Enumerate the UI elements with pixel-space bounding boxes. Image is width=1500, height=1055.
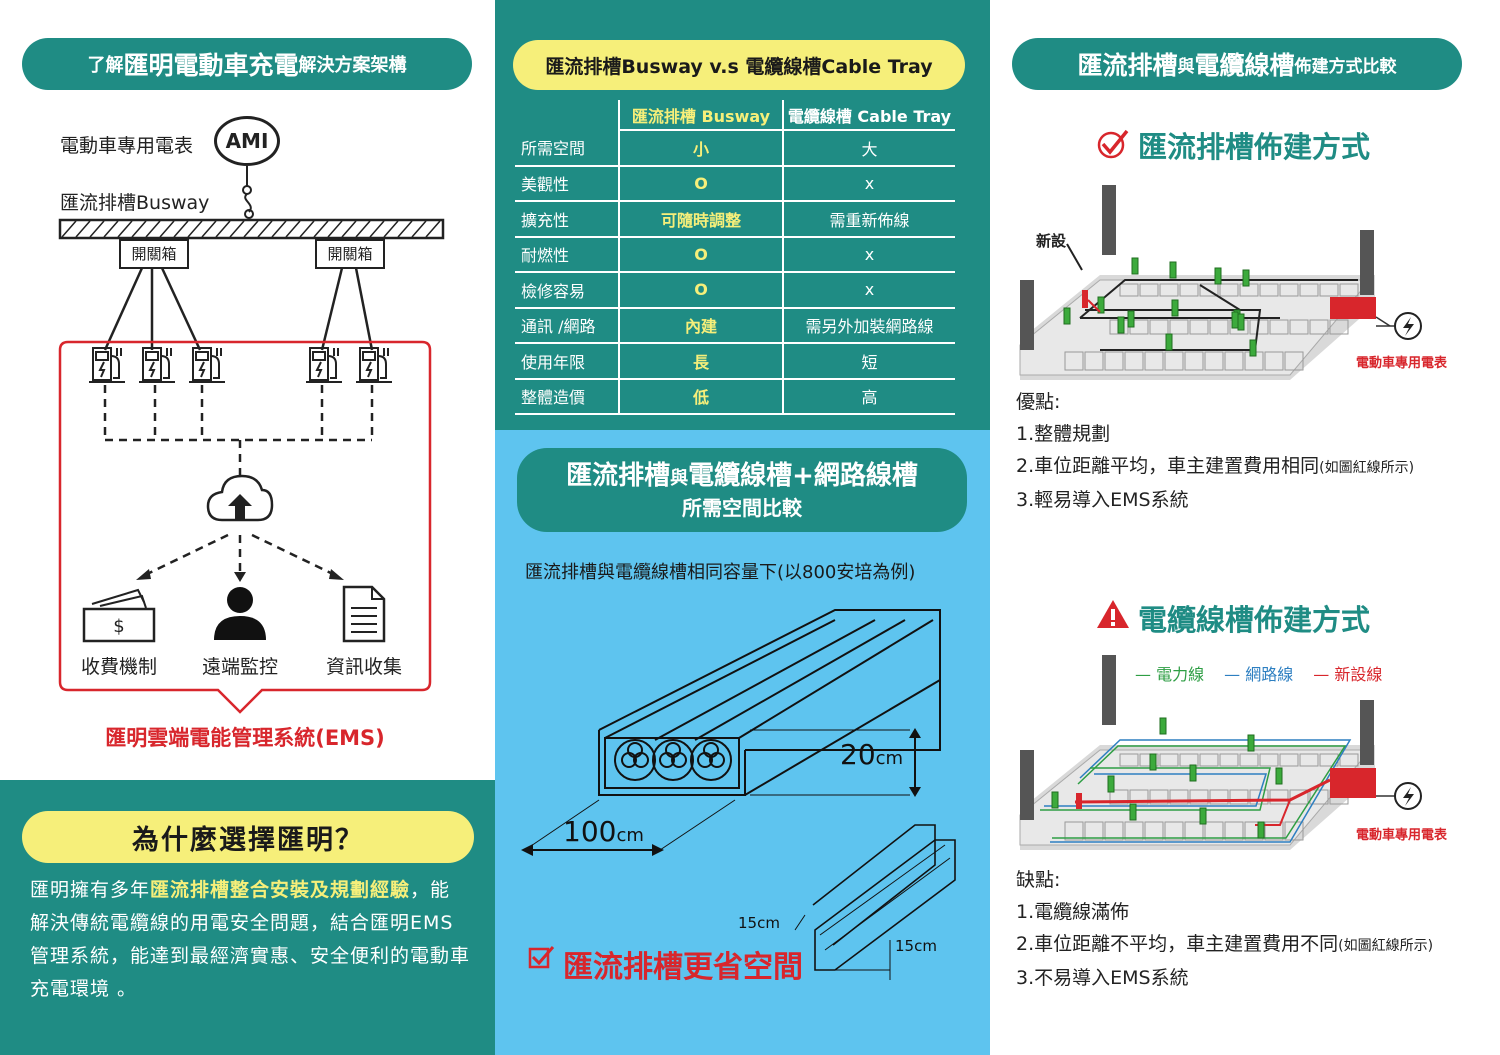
space-description: 匯流排槽與電纜線槽相同容量下(以800安培為例) [525, 562, 916, 583]
space-conclusion: 匯流排槽更省空間 [563, 950, 803, 985]
busway-label: 匯流排槽Busway [60, 192, 210, 214]
busway-meter-label: 電動車專用電表 [1356, 356, 1448, 371]
why-section: 為什麼選擇匯明？ 匯明擁有多年匯流排槽整合安裝及規劃經驗，能解決傳統電纜線的用電… [0, 780, 495, 1055]
money-icon: $ [82, 588, 156, 643]
cons-list: 缺點: 1.電纜線滿佈 2.車位距離不平均，車主建置費用不同(如圖紅線所示) 3… [1016, 869, 1434, 989]
item-billing: 收費機制 [80, 656, 157, 678]
legend-new: — 新設線 [1313, 665, 1383, 684]
busway-value: 小 [619, 130, 784, 167]
busway-layout-diagram [1019, 185, 1422, 380]
busway-value: O [619, 236, 784, 273]
row-label: 耐燃性 [515, 236, 620, 273]
busway-value: 長 [619, 343, 784, 380]
meter-label: 電動車專用電表 [60, 135, 194, 157]
cabletray-value: 短 [783, 343, 955, 380]
user-icon [214, 587, 266, 640]
cloud-upload-icon [206, 474, 274, 522]
cabletray-value: 大 [783, 130, 955, 167]
why-text: 匯明擁有多年匯流排槽整合安裝及規劃經驗，能解決傳統電纜線的用電安全問題，結合匯明… [30, 879, 471, 1000]
row-label: 所需空間 [515, 130, 620, 167]
legend-network: — 網路線 [1224, 665, 1294, 684]
line-legend: — 電力線 — 網路線 — 新設線 [1135, 661, 1382, 685]
item-data-collection: 資訊收集 [325, 656, 402, 678]
dim-15cm-width: 15cm [738, 914, 780, 932]
busway-value: 可隨時調整 [619, 201, 784, 238]
power-meter-icon [1394, 312, 1422, 340]
checkmark-icon [1095, 125, 1131, 161]
busway-value: O [619, 272, 784, 309]
dim-20cm: 20cm [840, 738, 904, 771]
row-label: 擴充性 [515, 201, 620, 238]
cabletray-value: x [783, 272, 955, 309]
cabletray-value: 需另外加裝網路線 [783, 307, 955, 344]
document-icon [342, 585, 386, 643]
legend-power: — 電力線 [1135, 665, 1205, 684]
space-title: 匯流排槽與電纜線槽+網路線槽 所需空間比較 [517, 448, 967, 532]
table-row: 整體造價低高 [515, 378, 955, 415]
comparison-title: 匯流排槽Busway v.s 電纜線槽Cable Tray [513, 40, 965, 90]
power-meter-icon-2 [1394, 782, 1422, 810]
cable-tray-layout-diagram [1019, 655, 1422, 850]
row-label: 整體造價 [515, 378, 620, 415]
row-label: 檢修容易 [515, 272, 620, 309]
busway-heading: 匯流排槽佈建方式 [1138, 130, 1371, 164]
table-row: 通訊 /網路內建需另外加裝網路線 [515, 307, 955, 344]
right-column: 匯流排槽 與 電纜線槽 佈建方式比較 匯流排槽佈建方式 [990, 0, 1500, 1055]
cabletray-value: 高 [783, 378, 955, 415]
space-comparison-diagram [521, 609, 956, 980]
switchbox-2: 開關箱 [327, 245, 373, 263]
cabletray-value: 需重新佈線 [783, 201, 955, 238]
middle-column: 匯流排槽Busway v.s 電纜線槽Cable Tray 匯流排槽 Buswa… [495, 0, 990, 1055]
ami-badge: AMI [214, 116, 280, 166]
table-row: 使用年限長短 [515, 343, 955, 380]
cabletray-value: x [783, 236, 955, 273]
architecture-diagram: $ [58, 166, 445, 714]
busway-value: 低 [619, 378, 784, 415]
row-label: 美觀性 [515, 165, 620, 202]
left-column: 了解 匯明電動車充電 解決方案架構 電動車專用電表 AMI 匯流排槽Busway [0, 0, 495, 1055]
dim-15cm-height: 15cm [895, 937, 937, 955]
warning-icon [1096, 598, 1132, 632]
row-label: 使用年限 [515, 343, 620, 380]
switchbox-1: 開關箱 [131, 245, 177, 263]
table-row: 所需空間小大 [515, 130, 955, 167]
table-row: 擴充性可隨時調整需重新佈線 [515, 201, 955, 238]
pros-list: 優點: 1.整體規劃 2.車位距離平均，車主建置費用相同(如圖紅線所示) 3.輕… [1016, 391, 1415, 511]
cable-meter-label: 電動車專用電表 [1356, 828, 1448, 843]
table-header-busway: 匯流排槽 Busway [619, 100, 784, 131]
architecture-title: 了解 匯明電動車充電 解決方案架構 [22, 38, 472, 90]
why-title: 為什麼選擇匯明？ [22, 811, 474, 863]
cabletray-value: x [783, 165, 955, 202]
dim-100cm: 100cm [563, 815, 644, 848]
busway-value: 內建 [619, 307, 784, 344]
busway-value: O [619, 165, 784, 202]
table-header-cabletray: 電纜線槽 Cable Tray [783, 100, 955, 131]
cable-heading: 電纜線槽佈建方式 [1138, 603, 1371, 637]
table-header-blank [515, 100, 620, 130]
row-label: 通訊 /網路 [515, 307, 620, 344]
checkbox-check-icon [527, 942, 557, 972]
item-monitoring: 遠端監控 [201, 656, 278, 678]
new-install-label: 新設 [1036, 232, 1067, 250]
space-section: 匯流排槽與電纜線槽+網路線槽 所需空間比較 匯流排槽與電纜線槽相同容量下(以80… [495, 430, 990, 1055]
installation-title: 匯流排槽 與 電纜線槽 佈建方式比較 [1012, 38, 1462, 90]
svg-text:$: $ [113, 616, 124, 637]
ems-label: 匯明雲端電能管理系統(EMS) [105, 726, 385, 750]
